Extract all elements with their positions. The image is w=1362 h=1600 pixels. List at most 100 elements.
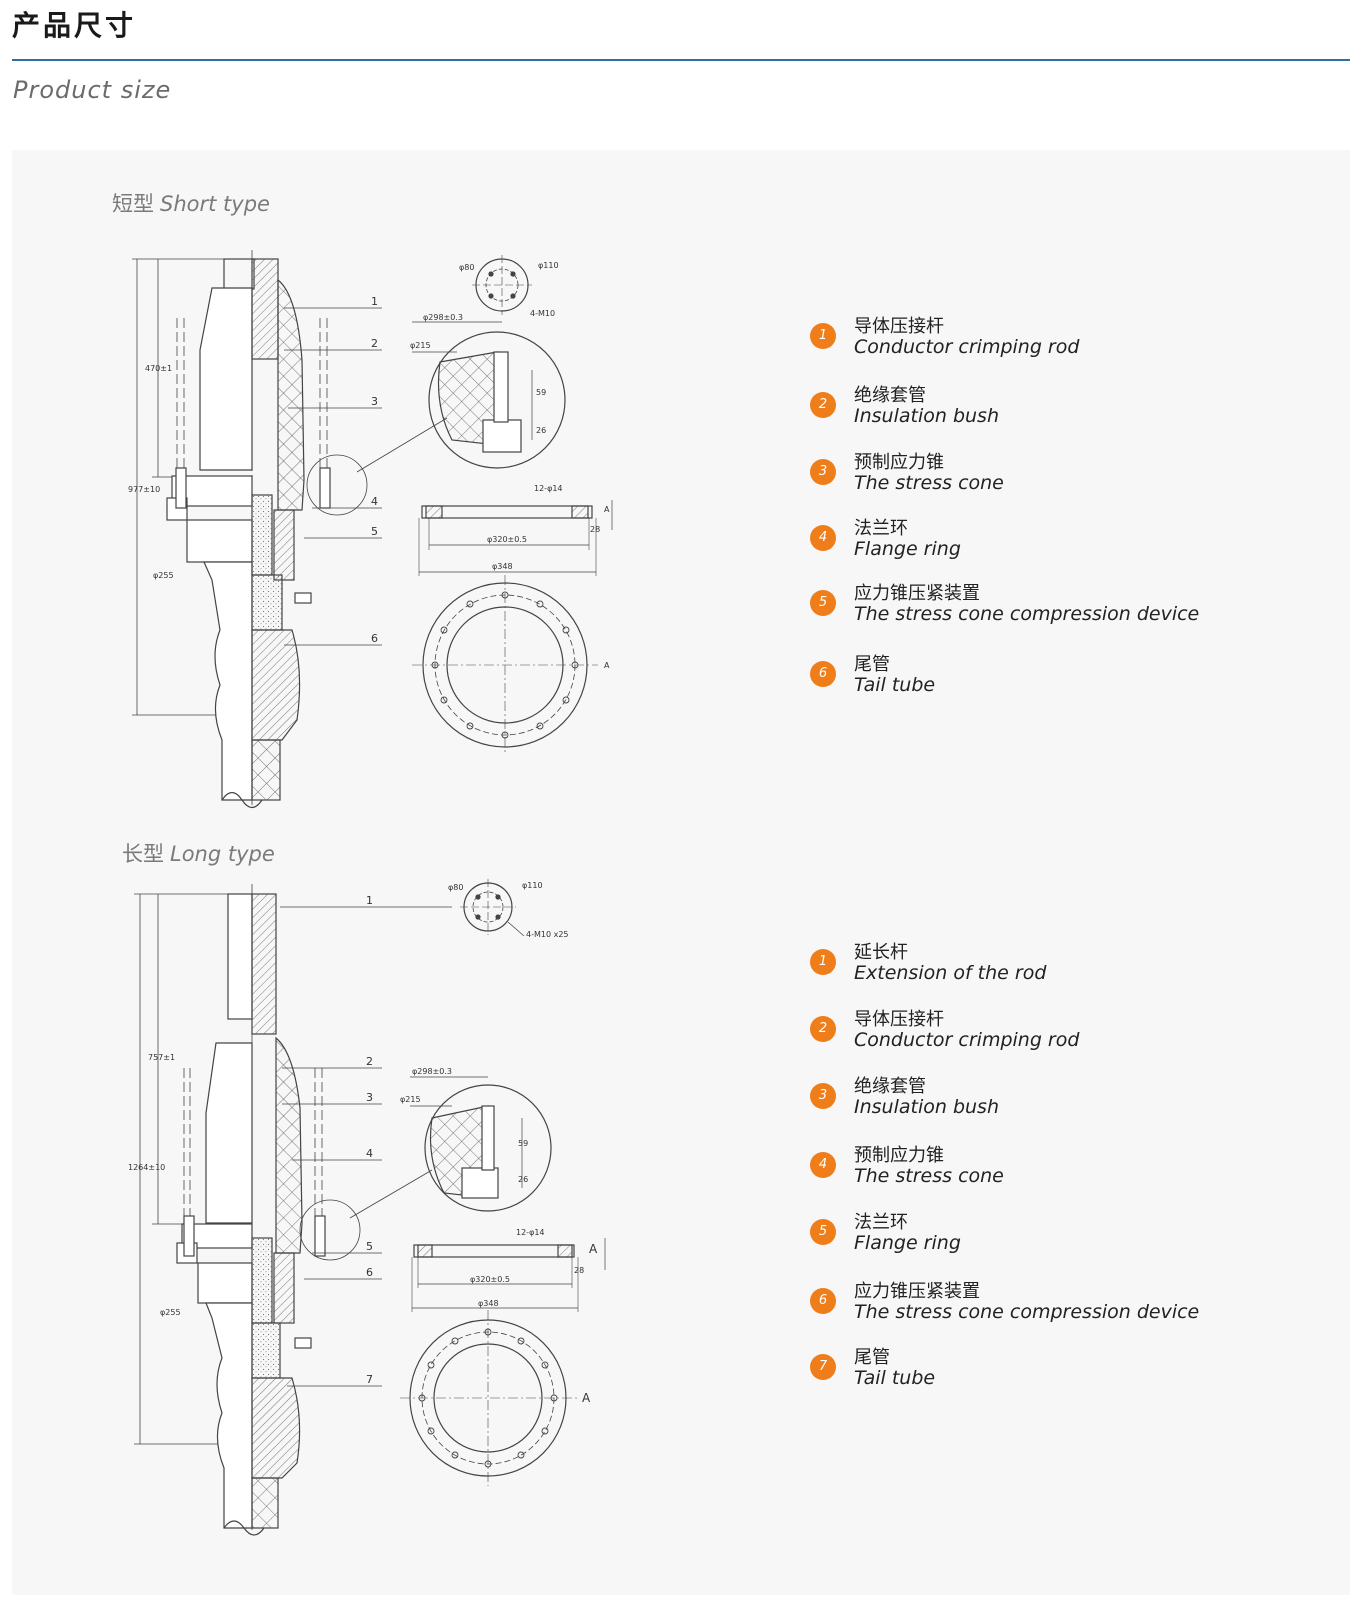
- legend-label-en: Insulation bush: [854, 1096, 999, 1118]
- legend-number-badge: 4: [810, 525, 836, 551]
- legend-label-en: Flange ring: [854, 538, 961, 560]
- view-a-label: A: [604, 505, 610, 514]
- legend-item: 6 尾管 Tail tube: [810, 650, 1210, 710]
- callout-5: 5: [371, 525, 378, 538]
- legend-label-en: The stress cone: [854, 1165, 1004, 1187]
- legend-label-cn: 预制应力锥: [854, 452, 944, 473]
- legend-label-cn: 尾管: [854, 1347, 890, 1368]
- legend-label-en: The stress cone compression device: [854, 1301, 1200, 1323]
- legend-label-cn: 导体压接杆: [854, 1009, 944, 1030]
- dim-59: 59: [536, 388, 546, 397]
- short-type-title-cn: 短型: [112, 192, 154, 216]
- dim-215: φ215: [400, 1095, 421, 1104]
- dim-bolts: 4-M10 x25: [526, 930, 569, 939]
- legend-label-en: Flange ring: [854, 1232, 961, 1254]
- legend-number-badge: 4: [810, 1152, 836, 1178]
- legend-label-cn: 延长杆: [854, 942, 908, 963]
- dim-298: φ298±0.3: [412, 1067, 452, 1076]
- legend-item: 6 应力锥压紧装置 The stress cone compression de…: [810, 1277, 1210, 1337]
- callout-4: 4: [366, 1147, 373, 1160]
- legend-label-en: The stress cone: [854, 472, 1004, 494]
- legend-label-cn: 应力锥压紧装置: [854, 1281, 980, 1302]
- long-type-drawing: 1264±10 757±1 φ255 φ298±0.3 φ215 φ80 φ11…: [128, 879, 606, 1536]
- legend-item: 1 导体压接杆 Conductor crimping rod: [810, 312, 1210, 372]
- dim-total: 1264±10: [128, 1163, 165, 1172]
- dim-110: φ110: [522, 881, 543, 890]
- callout-6: 6: [366, 1266, 373, 1279]
- callout-1: 1: [371, 295, 378, 308]
- legend-item: 5 法兰环 Flange ring: [810, 1208, 1210, 1268]
- legend-label-en: Tail tube: [854, 674, 936, 696]
- legend-number-badge: 6: [810, 661, 836, 687]
- dim-215: φ215: [410, 341, 431, 350]
- legend-label-en: Tail tube: [854, 1367, 936, 1389]
- legend-number-badge: 3: [810, 1083, 836, 1109]
- dim-298: φ298±0.3: [423, 313, 463, 322]
- view-a-label-2: A: [604, 661, 610, 670]
- dim-upper: 757±1: [148, 1053, 175, 1062]
- dim-320: φ320±0.5: [470, 1275, 510, 1284]
- legend-label-en: Insulation bush: [854, 405, 999, 427]
- legend-number-badge: 1: [810, 323, 836, 349]
- legend-label-cn: 导体压接杆: [854, 316, 944, 337]
- long-type-title-cn: 长型: [122, 842, 164, 866]
- legend-label-en: Conductor crimping rod: [854, 336, 1080, 358]
- dim-28: 28: [574, 1266, 584, 1275]
- legend-number-badge: 2: [810, 392, 836, 418]
- dim-upper: 470±1: [145, 364, 172, 373]
- dim-26: 26: [536, 426, 546, 435]
- legend-label-cn: 绝缘套管: [854, 1076, 926, 1097]
- legend-number-badge: 5: [810, 590, 836, 616]
- dim-holes: 12-φ14: [534, 484, 563, 493]
- legend-item: 5 应力锥压紧装置 The stress cone compression de…: [810, 579, 1210, 639]
- callout-3: 3: [371, 395, 378, 408]
- callout-2: 2: [366, 1055, 373, 1068]
- dim-total: 977±10: [128, 485, 160, 494]
- dim-255: φ255: [160, 1308, 181, 1317]
- page-title: 产品尺寸: [12, 9, 137, 42]
- callout-3: 3: [366, 1091, 373, 1104]
- legend-item: 4 法兰环 Flange ring: [810, 514, 1210, 574]
- dim-255: φ255: [153, 571, 174, 580]
- legend-number-badge: 7: [810, 1354, 836, 1380]
- legend-item: 3 预制应力锥 The stress cone: [810, 448, 1210, 508]
- dim-28: 28: [590, 525, 600, 534]
- dim-59: 59: [518, 1139, 528, 1148]
- dim-26: 26: [518, 1175, 528, 1184]
- dim-348: φ348: [492, 562, 513, 571]
- dim-80: φ80: [459, 263, 474, 272]
- legend-item: 3 绝缘套管 Insulation bush: [810, 1072, 1210, 1132]
- legend-number-badge: 2: [810, 1016, 836, 1042]
- dim-holes: 12-φ14: [516, 1228, 545, 1237]
- legend-item: 4 预制应力锥 The stress cone: [810, 1141, 1210, 1201]
- legend-number-badge: 3: [810, 459, 836, 485]
- legend-number-badge: 6: [810, 1288, 836, 1314]
- dim-bolts: 4-M10: [530, 309, 555, 318]
- legend-item: 1 延长杆 Extension of the rod: [810, 938, 1210, 998]
- page-subtitle: Product size: [13, 76, 172, 104]
- legend-number-badge: 5: [810, 1219, 836, 1245]
- legend-label-cn: 尾管: [854, 654, 890, 675]
- legend-label-cn: 应力锥压紧装置: [854, 583, 980, 604]
- view-a-label: A: [589, 1242, 598, 1256]
- legend-label-cn: 法兰环: [854, 1212, 908, 1233]
- view-a-label-2: A: [582, 1391, 591, 1405]
- dim-320: φ320±0.5: [487, 535, 527, 544]
- legend-label-en: Extension of the rod: [854, 962, 1047, 984]
- callout-7: 7: [366, 1373, 373, 1386]
- legend-label-cn: 法兰环: [854, 518, 908, 539]
- dim-348: φ348: [478, 1299, 499, 1308]
- legend-label-cn: 绝缘套管: [854, 385, 926, 406]
- legend-item: 2 绝缘套管 Insulation bush: [810, 381, 1210, 441]
- callout-1: 1: [366, 894, 373, 907]
- legend-label-en: Conductor crimping rod: [854, 1029, 1080, 1051]
- legend-item: 7 尾管 Tail tube: [810, 1343, 1210, 1403]
- dim-80: φ80: [448, 883, 463, 892]
- callout-4: 4: [371, 495, 378, 508]
- long-type-title-en: Long type: [170, 842, 275, 866]
- dim-110: φ110: [538, 261, 559, 270]
- legend-label-en: The stress cone compression device: [854, 603, 1200, 625]
